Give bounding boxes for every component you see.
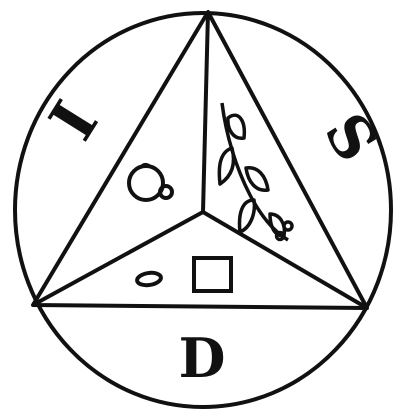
square-icon bbox=[194, 258, 231, 291]
right-segment-letter: S bbox=[311, 102, 391, 174]
left-segment-letter: I bbox=[35, 89, 112, 152]
inner-line-top bbox=[203, 12, 208, 212]
bottom-segment-letter: D bbox=[179, 326, 226, 390]
round-fruit-icon bbox=[129, 164, 172, 200]
leafy-branch-icon bbox=[219, 103, 292, 240]
small-oval-icon bbox=[136, 271, 161, 286]
